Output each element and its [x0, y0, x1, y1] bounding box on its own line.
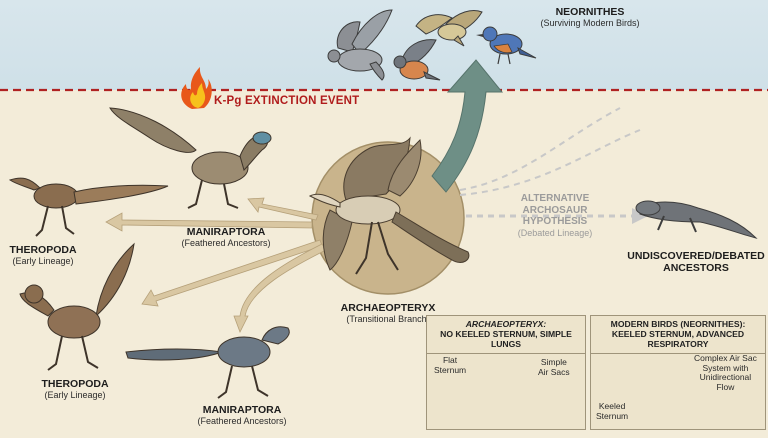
node-subtitle: (Early Lineage): [12, 256, 74, 267]
panel-heading-text: NO KEELED STERNUM, SIMPLE LUNGS: [440, 328, 572, 349]
label-air-sac-system: Complex Air Sac System with Unidirection…: [694, 353, 757, 392]
node-title: MANIRAPTORA: [186, 226, 266, 238]
arrow-to-maniraptora-bottom: [233, 243, 327, 333]
hypothesis-arrowhead: [632, 208, 648, 224]
theropoda-left-illustration: [8, 177, 169, 237]
node-title-line: ARCHOSAUR: [522, 204, 588, 216]
label-neornithes: NEORNITHES (Surviving Modern Birds): [520, 6, 660, 28]
label-theropoda-bottom: THEROPODA (Early Lineage): [32, 378, 118, 400]
panel-heading: ARCHAEOPTERYX: NO KEELED STERNUM, SIMPLE…: [427, 316, 585, 354]
bird-robin: [393, 39, 441, 81]
maniraptora-bottom-illustration: [125, 326, 290, 399]
node-subtitle: (Feathered Ancestors): [197, 416, 287, 427]
node-title: MANIRAPTORA: [202, 404, 282, 416]
node-subtitle: (Debated Lineage): [517, 227, 593, 238]
node-title: THEROPODA: [9, 244, 77, 256]
node-subtitle: (Surviving Modern Birds): [540, 18, 640, 29]
modern-birds-illustration: [327, 9, 537, 81]
maniraptora-top-illustration: [109, 107, 272, 209]
bird-sparrow-flying: [415, 10, 483, 47]
fire-icon: [181, 67, 212, 109]
label-maniraptora-top: MANIRAPTORA (Feathered Ancestors): [166, 226, 286, 248]
node-title: ARCHAEOPTERYX: [340, 302, 436, 314]
label-maniraptora-bottom: MANIRAPTORA (Feathered Ancestors): [182, 404, 302, 426]
panel-archaeopteryx-anatomy: ARCHAEOPTERYX: NO KEELED STERNUM, SIMPLE…: [426, 315, 586, 430]
node-title-line: HYPOTHESIS: [522, 216, 588, 227]
node-title-line: ANCESTORS: [663, 262, 729, 275]
panel-heading: MODERN BIRDS (NEORNITHES): KEELED STERNU…: [591, 316, 765, 354]
label-theropoda-left: THEROPODA (Early Lineage): [0, 244, 86, 266]
archaeopteryx-illustration: [308, 136, 470, 275]
node-subtitle: (Feathered Ancestors): [181, 238, 271, 249]
arrow-to-theropoda-left: [105, 212, 313, 232]
panel-heading-line: KEELED STERNUM, ADVANCED RESPIRATORY: [611, 328, 745, 349]
branch-arrows: [105, 197, 327, 333]
hypothesis-dashed-lines: [459, 107, 641, 218]
label-flat-sternum: Flat Sternum: [434, 355, 467, 375]
label-archaeopteryx: ARCHAEOPTERYX (Transitional Branch): [326, 302, 450, 324]
bird-pigeon-flying: [327, 9, 393, 81]
label-undiscovered-ancestors: UNDISCOVERED/DEBATED ANCESTORS: [626, 250, 766, 274]
arrow-to-theropoda-bottom: [141, 239, 323, 307]
node-subtitle: (Early Lineage): [44, 390, 106, 401]
theropoda-bottom-illustration: [19, 242, 135, 371]
panel-heading-italic: ARCHAEOPTERYX:: [465, 319, 547, 329]
bird-bluebird: [476, 26, 537, 65]
extinction-event-label: K-Pg EXTINCTION EVENT: [214, 95, 360, 107]
node-title-line: ALTERNATIVE: [520, 193, 590, 204]
node-title-line: UNDISCOVERED/DEBATED: [627, 250, 765, 262]
label-keeled-sternum: Keeled Sternum: [596, 401, 629, 421]
arrow-to-maniraptora-top: [247, 197, 319, 221]
evolution-arrow-to-neornithes: [431, 59, 504, 193]
panel-heading-line: MODERN BIRDS (NEORNITHES):: [610, 319, 746, 329]
lizard-illustration: [635, 200, 758, 239]
node-subtitle: (Transitional Branch): [346, 314, 430, 325]
label-alternative-hypothesis: ALTERNATIVE ARCHOSAUR HYPOTHESIS (Debate…: [500, 193, 610, 238]
node-title: THEROPODA: [41, 378, 109, 390]
node-title: NEORNITHES: [555, 6, 625, 18]
label-simple-air-sacs: Simple Air Sacs: [538, 357, 570, 377]
panel-modern-birds-anatomy: MODERN BIRDS (NEORNITHES): KEELED STERNU…: [590, 315, 766, 430]
